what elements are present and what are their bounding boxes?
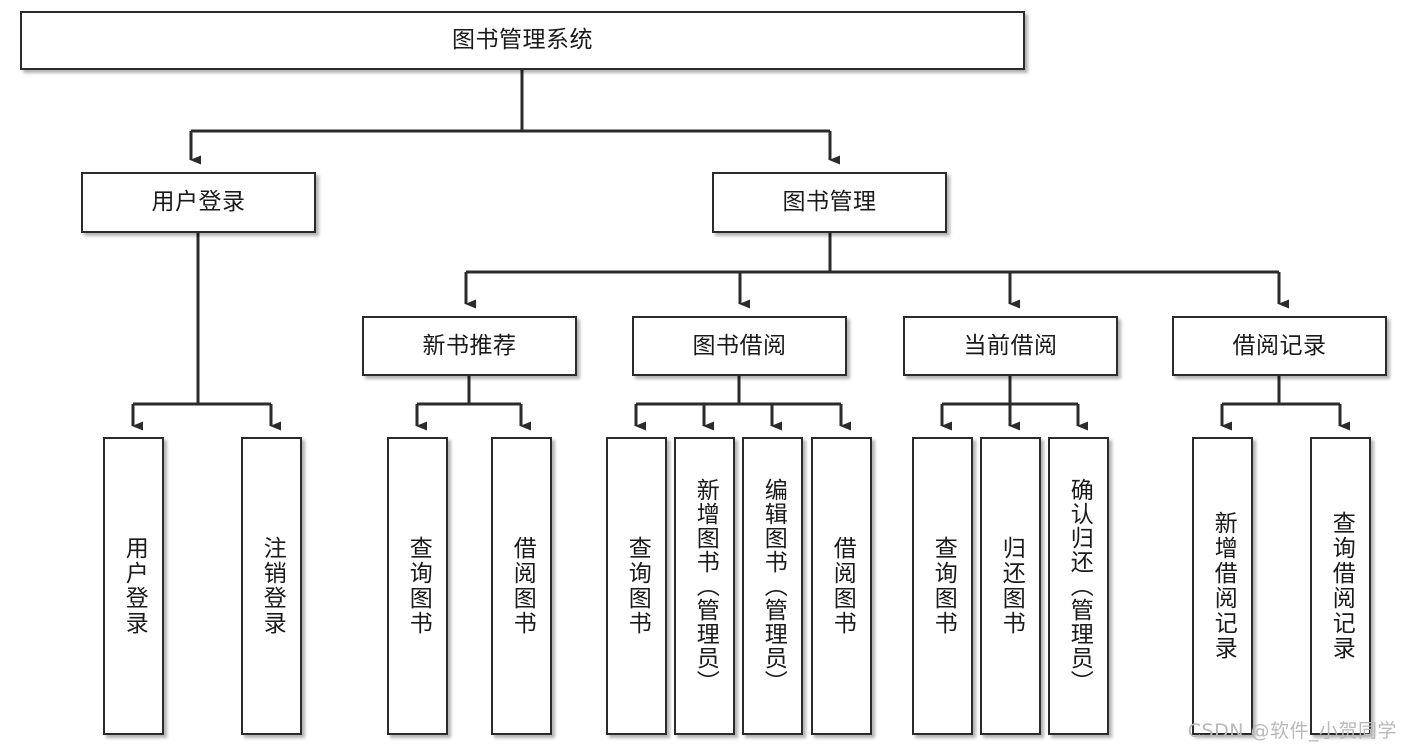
node-leaf-logout[interactable]: 注销登录 — [241, 437, 302, 735]
node-leaf-query-book-borrow[interactable]: 查询图书 — [606, 437, 667, 735]
node-label: 图书管理系统 — [452, 27, 593, 54]
node-leaf-borrow-book-recommend[interactable]: 借阅图书 — [491, 437, 552, 735]
node-label: 注销登录 — [259, 536, 286, 636]
node-current-borrow[interactable]: 当前借阅 — [903, 316, 1118, 376]
node-label: 当前借阅 — [963, 332, 1058, 359]
node-leaf-return-book[interactable]: 归还图书 — [980, 437, 1041, 735]
node-book-management[interactable]: 图书管理 — [712, 172, 947, 233]
node-label: 图书管理 — [782, 189, 877, 216]
node-leaf-add-borrow-record[interactable]: 新增借阅记录 — [1192, 437, 1253, 735]
node-borrow-record[interactable]: 借阅记录 — [1172, 316, 1387, 376]
node-new-book-recommend[interactable]: 新书推荐 — [362, 316, 577, 376]
node-leaf-query-book-recommend[interactable]: 查询图书 — [387, 437, 448, 735]
node-leaf-edit-book-admin[interactable]: 编辑图书（管理员） — [742, 437, 803, 735]
node-label: 编辑图书（管理员） — [760, 478, 787, 694]
watermark-text: CSDN @软件_小贺同学 — [1187, 720, 1397, 742]
node-leaf-query-book-current[interactable]: 查询图书 — [912, 437, 973, 735]
node-label: 新书推荐 — [422, 332, 517, 359]
node-label: 用户登录 — [151, 189, 246, 216]
node-label: 查询图书 — [405, 536, 432, 636]
node-label: 新增借阅记录 — [1210, 511, 1237, 661]
node-book-borrow[interactable]: 图书借阅 — [632, 316, 847, 376]
node-label: 图书借阅 — [692, 332, 787, 359]
node-leaf-query-borrow-record[interactable]: 查询借阅记录 — [1310, 437, 1371, 735]
node-user-login[interactable]: 用户登录 — [81, 172, 316, 233]
node-label: 借阅图书 — [509, 536, 536, 636]
node-root-book-management-system[interactable]: 图书管理系统 — [20, 11, 1025, 70]
node-leaf-confirm-return-admin[interactable]: 确认归还（管理员） — [1048, 437, 1109, 735]
node-label: 用户登录 — [121, 536, 148, 636]
node-label: 新增图书（管理员） — [692, 478, 719, 694]
node-label: 借阅图书 — [829, 536, 856, 636]
node-label: 归还图书 — [998, 536, 1025, 636]
node-leaf-add-book-admin[interactable]: 新增图书（管理员） — [674, 437, 735, 735]
node-label: 查询图书 — [930, 536, 957, 636]
node-leaf-user-login[interactable]: 用户登录 — [103, 437, 164, 735]
node-label: 查询图书 — [624, 536, 651, 636]
node-leaf-borrow-book[interactable]: 借阅图书 — [811, 437, 872, 735]
node-label: 查询借阅记录 — [1328, 511, 1355, 661]
node-label: 确认归还（管理员） — [1066, 478, 1093, 694]
node-label: 借阅记录 — [1232, 332, 1327, 359]
